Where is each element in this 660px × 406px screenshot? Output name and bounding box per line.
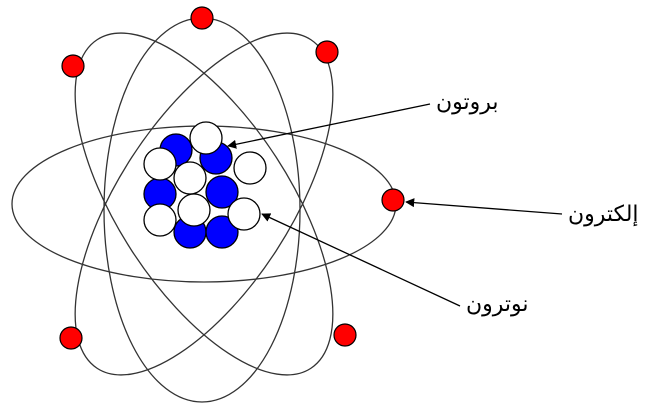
neutron [227,197,261,231]
electron [61,54,85,78]
neutron [173,161,207,195]
nucleus [143,121,267,249]
orbit-tilted-right [74,32,334,376]
proton [205,215,239,249]
neutron-arrow [261,213,461,307]
pointer-arrows [227,103,563,307]
orbit-tilted-left [74,32,334,376]
proton-label: بروتون [436,90,499,115]
neutron-label: نوترون [466,292,529,317]
neutron [189,121,223,155]
electron-arrow [405,198,563,215]
electron [190,6,214,30]
electron [333,323,357,347]
neutron [233,151,267,185]
proton-arrow [227,103,431,149]
neutron [177,193,211,227]
electrons [59,6,405,350]
neutron [143,147,177,181]
neutron [143,203,177,237]
electron [59,326,83,350]
electron-label: إلكترون [568,202,639,227]
electron [315,40,339,64]
proton [205,175,239,209]
electron [381,188,405,212]
